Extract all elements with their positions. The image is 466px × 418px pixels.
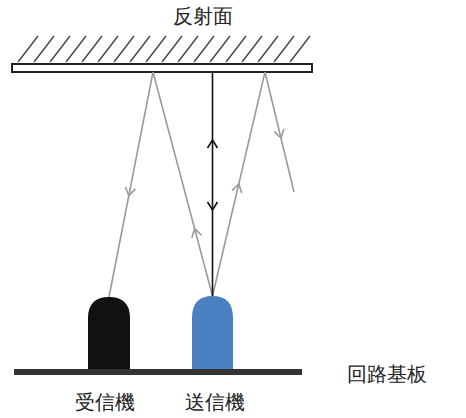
hatch-stroke bbox=[34, 36, 54, 62]
hatch-stroke bbox=[162, 36, 182, 62]
signal-ray bbox=[212, 72, 214, 296]
hatch-stroke bbox=[66, 36, 86, 62]
transmitter-label: 送信機 bbox=[185, 391, 245, 413]
arrow-head bbox=[208, 202, 218, 210]
transmitter-body bbox=[192, 296, 233, 372]
receiver-label: 受信機 bbox=[75, 391, 135, 413]
hatch-stroke bbox=[274, 36, 294, 62]
hatch-stroke bbox=[130, 36, 150, 62]
arrow-head bbox=[232, 184, 242, 193]
signal-rays bbox=[109, 72, 294, 297]
board-label: 回路基板 bbox=[347, 363, 427, 385]
hatch-stroke bbox=[114, 36, 134, 62]
arrow-head bbox=[192, 229, 202, 238]
hatch-stroke bbox=[290, 36, 310, 62]
receiver-body bbox=[88, 297, 130, 372]
surface-hatching bbox=[18, 36, 310, 62]
signal-ray bbox=[213, 72, 266, 296]
signal-ray bbox=[153, 72, 213, 296]
reflector-label: 反射面 bbox=[173, 5, 233, 27]
hatch-stroke bbox=[18, 36, 38, 62]
hatch-stroke bbox=[210, 36, 230, 62]
hatch-stroke bbox=[258, 36, 278, 62]
arrow-head bbox=[125, 187, 135, 196]
hatch-stroke bbox=[50, 36, 70, 62]
hatch-stroke bbox=[178, 36, 198, 62]
hatch-stroke bbox=[146, 36, 166, 62]
reflector-plate bbox=[12, 64, 312, 72]
signal-ray bbox=[265, 72, 294, 192]
hatch-stroke bbox=[82, 36, 102, 62]
hatch-stroke bbox=[242, 36, 262, 62]
hatch-stroke bbox=[194, 36, 214, 62]
hatch-stroke bbox=[226, 36, 246, 62]
hatch-stroke bbox=[98, 36, 118, 62]
arrow-head bbox=[208, 140, 218, 148]
arrow-head bbox=[274, 129, 284, 138]
signal-ray bbox=[109, 72, 153, 297]
circuit-board bbox=[14, 369, 302, 375]
